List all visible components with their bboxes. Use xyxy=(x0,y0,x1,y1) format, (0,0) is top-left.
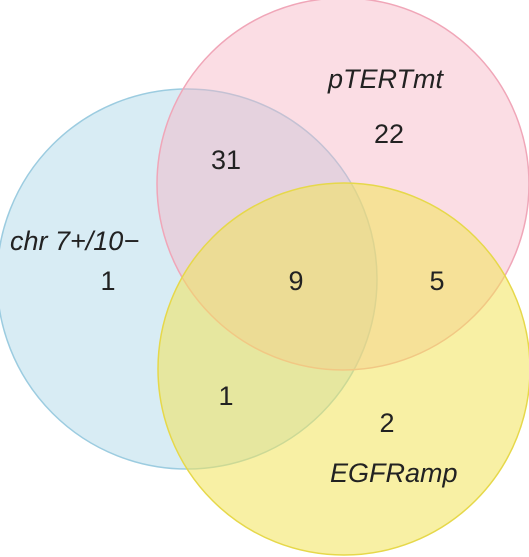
label-ptertmt: pTERTmt xyxy=(327,64,445,94)
label-egframp: EGFRamp xyxy=(330,458,458,488)
count-chr-ptert: 31 xyxy=(211,145,241,175)
count-egfr-only: 2 xyxy=(379,408,394,438)
count-chr-egfr: 1 xyxy=(218,381,233,411)
count-ptert-only: 22 xyxy=(374,119,404,149)
circle-egframp xyxy=(157,182,529,556)
count-ptert-egfr: 5 xyxy=(429,266,444,296)
count-chr-only: 1 xyxy=(100,266,115,296)
count-all-three: 9 xyxy=(288,266,303,296)
label-chr7-10: chr 7+/10− xyxy=(10,226,139,256)
